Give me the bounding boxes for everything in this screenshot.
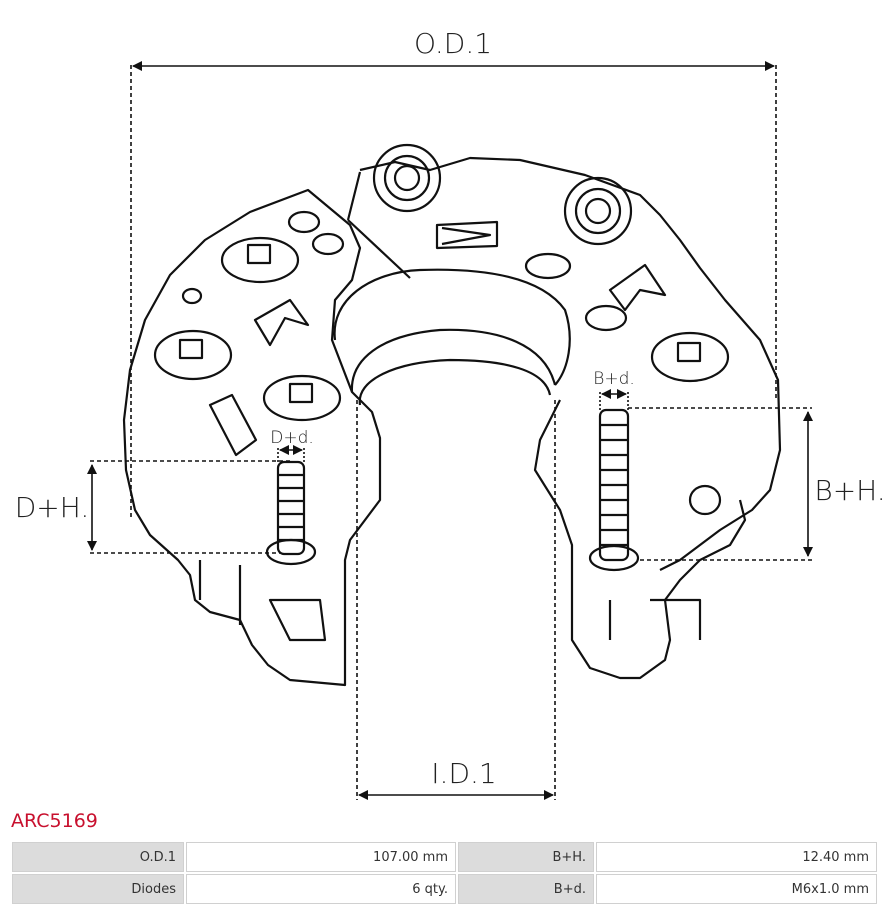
part-number-title: ARC5169 (11, 810, 98, 832)
spec-value: 6 qty. (186, 874, 456, 904)
dimension-lines (87, 61, 813, 800)
od-label: O.D.1 (414, 27, 492, 60)
spec-value: 107.00 mm (186, 842, 456, 872)
id-label: I.D.1 (431, 757, 496, 790)
spec-value: M6x1.0 mm (596, 874, 877, 904)
right-screw (588, 408, 640, 572)
rectifier-technical-drawing: O.D.1 I.D.1 D+H. D+d. B+H. B+d. (15, 27, 886, 800)
bd-label: B+d. (593, 369, 635, 389)
table-row: O.D.1 107.00 mm B+H. 12.40 mm (12, 842, 877, 872)
bh-label: B+H. (814, 474, 885, 507)
rectifier-body (122, 143, 782, 687)
spec-label: O.D.1 (12, 842, 184, 872)
left-screw (265, 460, 317, 566)
spec-value: 12.40 mm (596, 842, 877, 872)
spec-label: Diodes (12, 874, 184, 904)
table-row: Diodes 6 qty. B+d. M6x1.0 mm (12, 874, 877, 904)
dh-label: D+H. (15, 491, 89, 524)
spec-label: B+d. (458, 874, 594, 904)
dd-label: D+d. (270, 428, 314, 448)
spec-label: B+H. (458, 842, 594, 872)
specs-table: O.D.1 107.00 mm B+H. 12.40 mm Diodes 6 q… (10, 840, 879, 906)
